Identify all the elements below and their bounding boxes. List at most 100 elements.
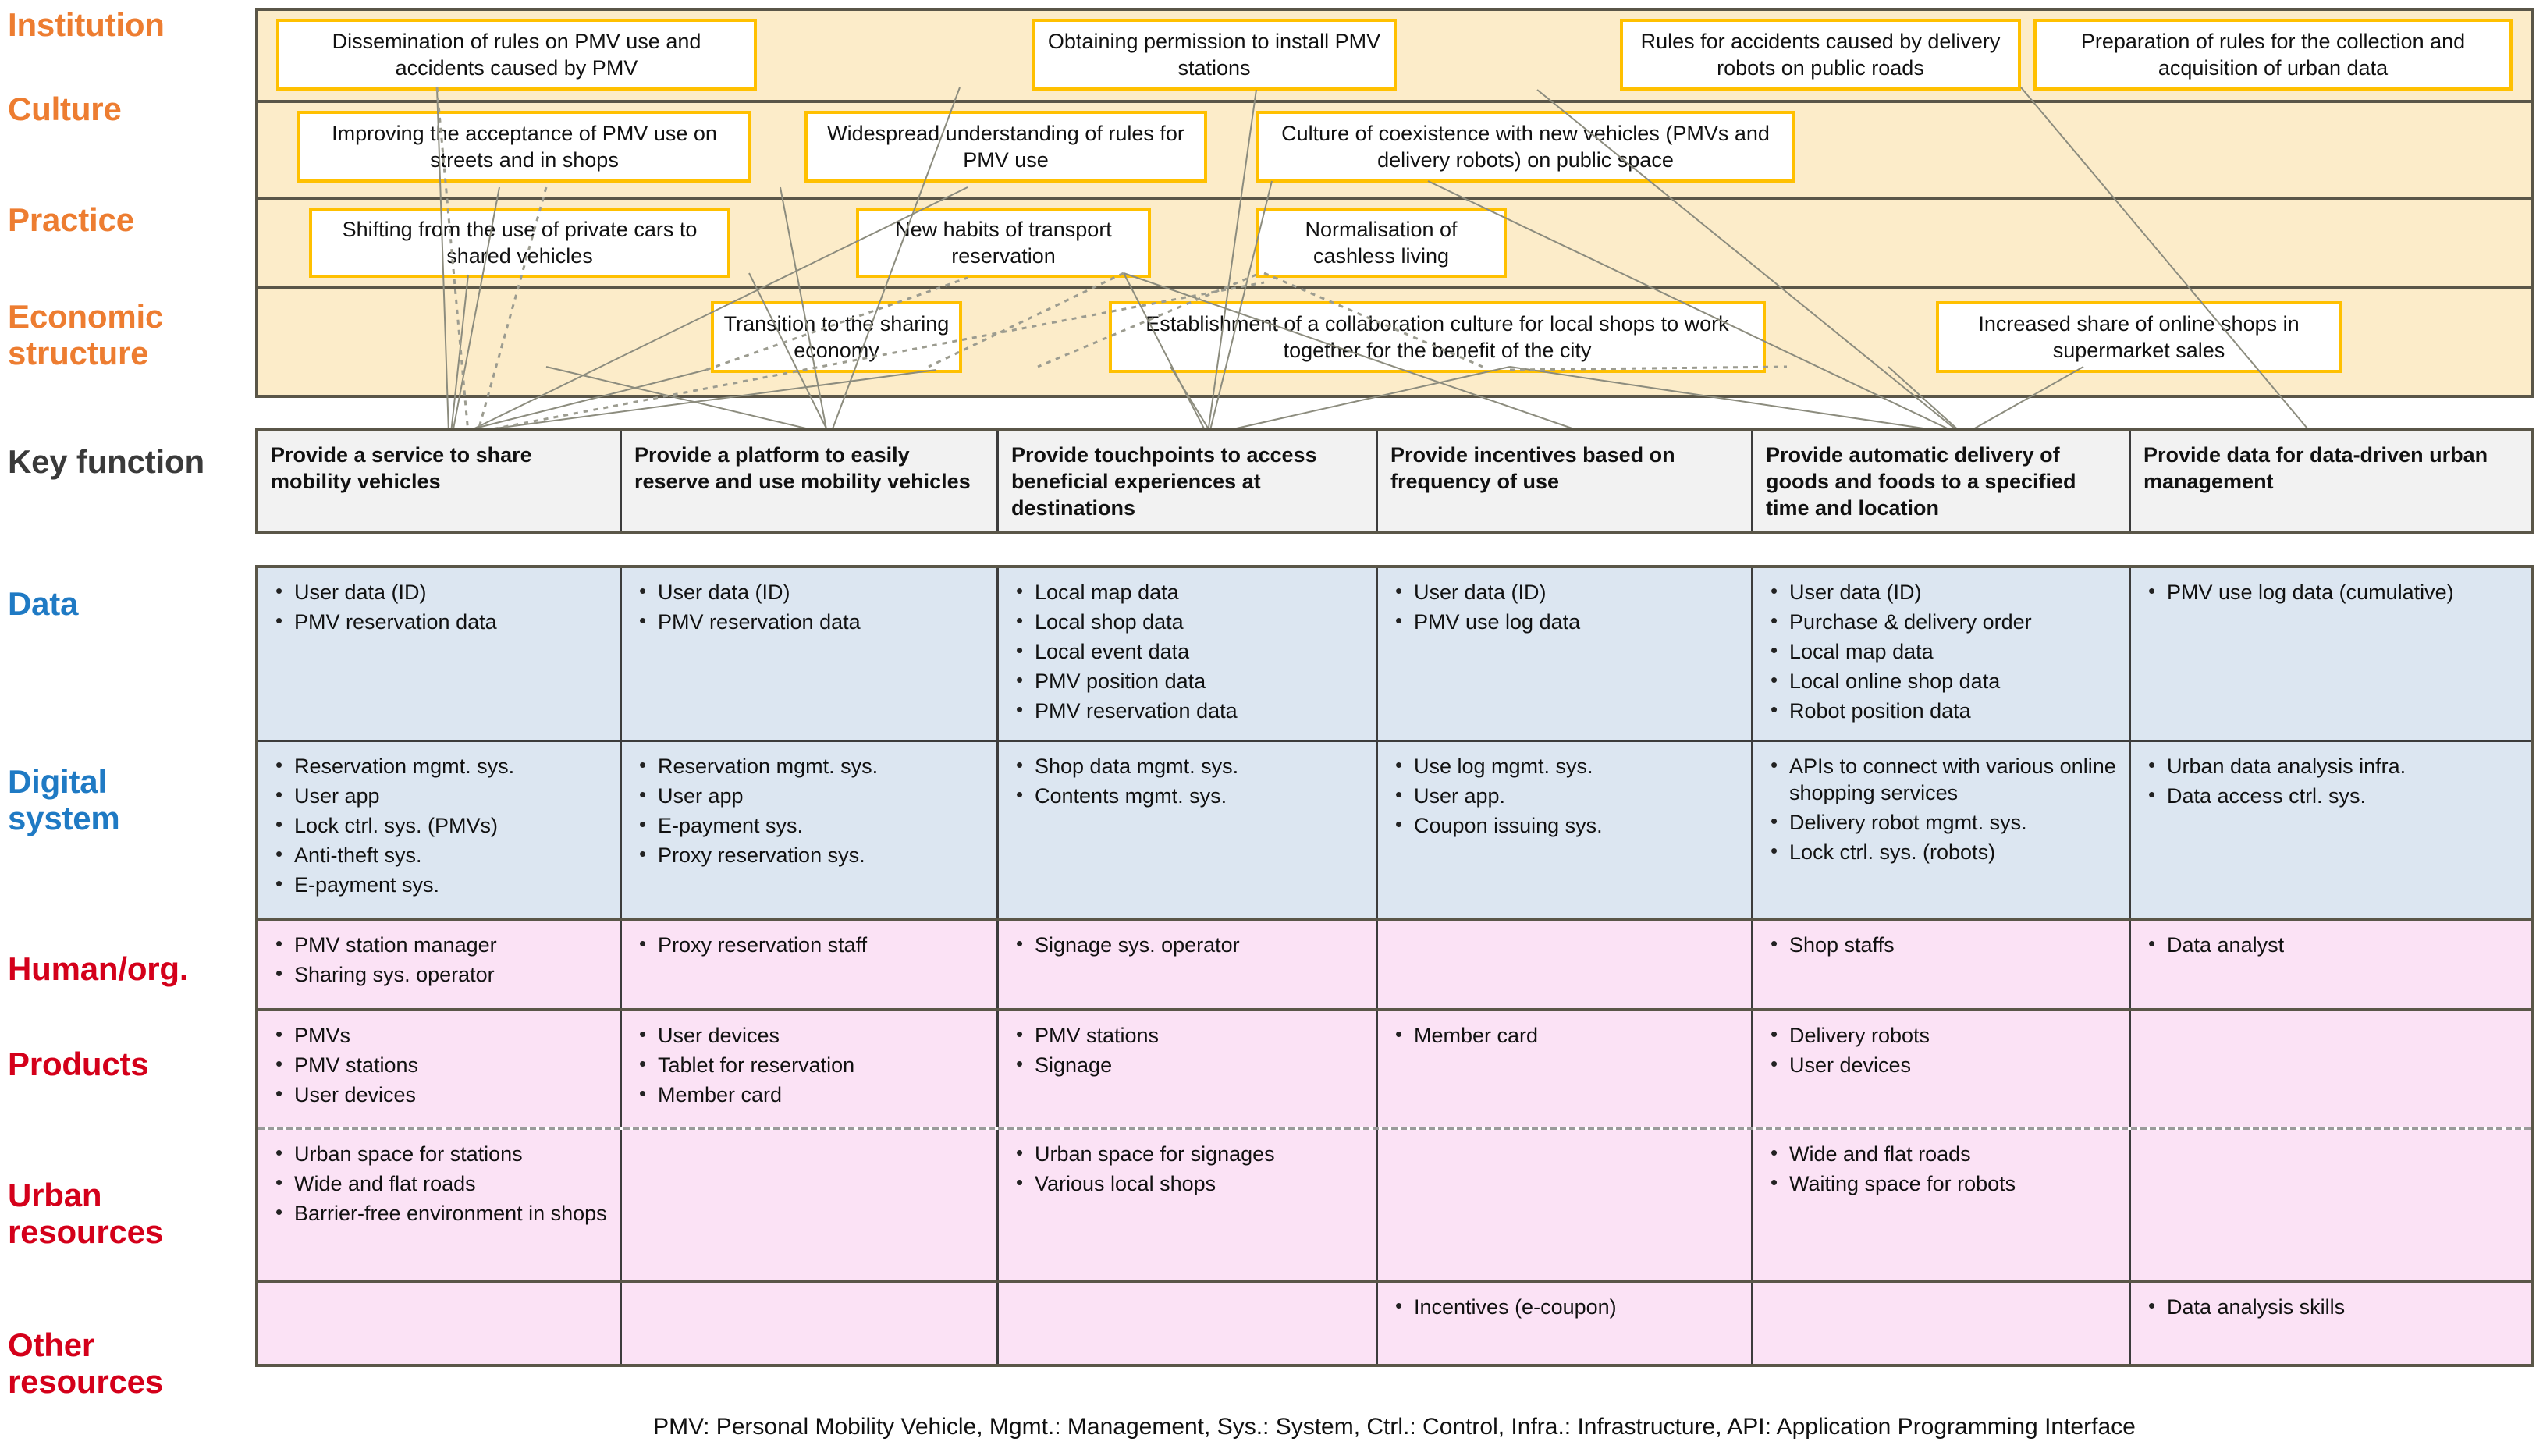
bullet-item: Anti-theft sys.: [271, 841, 607, 868]
urban-resources-cell-1[interactable]: Urban space for stationsWide and flat ro…: [258, 1130, 622, 1280]
row-label-other-resources: Other resources: [8, 1326, 163, 1401]
data-cell-6[interactable]: PMV use log data (cumulative): [2131, 568, 2531, 740]
data-cell-4[interactable]: User data (ID)PMV use log data: [1378, 568, 1753, 740]
digital-system-cell-5[interactable]: APIs to connect with various online shop…: [1753, 742, 2131, 918]
bullet-item: Reservation mgmt. sys.: [634, 752, 984, 779]
landscape-box-institution-3[interactable]: Rules for accidents caused by delivery r…: [1620, 19, 2021, 91]
landscape-box-practice-3[interactable]: Normalisation of cashless living: [1256, 208, 1507, 278]
key-function-cell-6[interactable]: Provide data for data-driven urban manag…: [2131, 431, 2531, 531]
products-cell-5[interactable]: Delivery robotsUser devices: [1753, 1011, 2131, 1127]
other-resources-cell-6[interactable]: Data analysis skills: [2131, 1283, 2531, 1364]
bullet-item: Various local shops: [1011, 1170, 1363, 1197]
key-function-row: Provide a service to share mobility vehi…: [255, 428, 2534, 534]
landscape-box-culture-1[interactable]: Improving the acceptance of PMV use on s…: [297, 111, 751, 183]
landscape-box-economic-1[interactable]: Transition to the sharing economy: [711, 301, 962, 373]
bullet-list: Wide and flat roadsWaiting space for rob…: [1766, 1140, 2116, 1197]
human-org-cell-6[interactable]: Data analyst: [2131, 921, 2531, 1008]
landscape-box-culture-3[interactable]: Culture of coexistence with new vehicles…: [1256, 111, 1795, 183]
bullet-item: Wide and flat roads: [271, 1170, 607, 1197]
products-cell-1[interactable]: PMVsPMV stationsUser devices: [258, 1011, 622, 1127]
bullet-item: PMV use log data: [1390, 608, 1739, 635]
bullet-item: Barrier-free environment in shops: [271, 1199, 607, 1227]
human-org-cell-4[interactable]: [1378, 921, 1753, 1008]
bullet-list: PMVsPMV stationsUser devices: [271, 1021, 607, 1108]
row-label-practice: Practice: [8, 201, 134, 238]
digital-system-cell-6[interactable]: Urban data analysis infra.Data access ct…: [2131, 742, 2531, 918]
urban-resources-cell-4[interactable]: [1378, 1130, 1753, 1280]
landscape-box-institution-2[interactable]: Obtaining permission to install PMV stat…: [1032, 19, 1397, 91]
bullet-item: User devices: [634, 1021, 984, 1049]
bullet-item: PMV stations: [1011, 1021, 1363, 1049]
products-cell-6[interactable]: [2131, 1011, 2531, 1127]
bullet-item: Urban space for stations: [271, 1140, 607, 1167]
key-function-cell-4[interactable]: Provide incentives based on frequency of…: [1378, 431, 1753, 531]
human-org-cell-1[interactable]: PMV station managerSharing sys. operator: [258, 921, 622, 1008]
bullet-item: PMV use log data (cumulative): [2143, 578, 2518, 605]
bullet-list: PMV stationsSignage: [1011, 1021, 1363, 1078]
data-cell-3[interactable]: Local map dataLocal shop dataLocal event…: [999, 568, 1378, 740]
capability-matrix: Provide a service to share mobility vehi…: [255, 428, 2534, 1367]
bullet-item: User data (ID): [1766, 578, 2116, 605]
key-function-cell-5[interactable]: Provide automatic delivery of goods and …: [1753, 431, 2131, 531]
products-cell-2[interactable]: User devicesTablet for reservationMember…: [622, 1011, 999, 1127]
bullet-item: Sharing sys. operator: [271, 961, 607, 988]
digital-system-cell-3[interactable]: Shop data mgmt. sys.Contents mgmt. sys.: [999, 742, 1378, 918]
key-function-cell-1[interactable]: Provide a service to share mobility vehi…: [258, 431, 622, 531]
bullet-list: Signage sys. operator: [1011, 931, 1363, 958]
bullet-item: Local map data: [1766, 637, 2116, 665]
bullet-item: Member card: [634, 1081, 984, 1108]
landscape-box-practice-2[interactable]: New habits of transport reservation: [856, 208, 1151, 278]
bullet-item: User app: [634, 782, 984, 809]
human-org-cell-5[interactable]: Shop staffs: [1753, 921, 2131, 1008]
landscape-box-culture-2[interactable]: Widespread understanding of rules for PM…: [804, 111, 1207, 183]
digital-system-cell-1[interactable]: Reservation mgmt. sys.User appLock ctrl.…: [258, 742, 622, 918]
landscape-panel: Dissemination of rules on PMV use and ac…: [255, 8, 2534, 398]
data-cell-1[interactable]: User data (ID)PMV reservation data: [258, 568, 622, 740]
bullet-list: Local map dataLocal shop dataLocal event…: [1011, 578, 1363, 724]
bullet-item: Use log mgmt. sys.: [1390, 752, 1739, 779]
landscape-box-economic-2[interactable]: Establishment of a collaboration culture…: [1109, 301, 1766, 373]
data-cell-2[interactable]: User data (ID)PMV reservation data: [622, 568, 999, 740]
digital-system-cell-4[interactable]: Use log mgmt. sys.User app.Coupon issuin…: [1378, 742, 1753, 918]
other-resources-cell-1[interactable]: [258, 1283, 622, 1364]
other-resources-cell-4[interactable]: Incentives (e-coupon): [1378, 1283, 1753, 1364]
human-org-cell-3[interactable]: Signage sys. operator: [999, 921, 1378, 1008]
bullet-item: User devices: [271, 1081, 607, 1108]
other-resources-cell-5[interactable]: [1753, 1283, 2131, 1364]
key-function-cell-3[interactable]: Provide touchpoints to access beneficial…: [999, 431, 1378, 531]
urban-resources-cell-3[interactable]: Urban space for signagesVarious local sh…: [999, 1130, 1378, 1280]
bullet-list: Reservation mgmt. sys.User appLock ctrl.…: [271, 752, 607, 898]
other-resources-cell-3[interactable]: [999, 1283, 1378, 1364]
bullet-item: User data (ID): [271, 578, 607, 605]
row-separator-products-urban: [258, 1127, 2531, 1130]
digital-system-cell-2[interactable]: Reservation mgmt. sys.User appE-payment …: [622, 742, 999, 918]
bullet-list: APIs to connect with various online shop…: [1766, 752, 2116, 865]
other-resources-row: Incentives (e-coupon) Data analysis skil…: [258, 1283, 2537, 1364]
landscape-box-practice-1[interactable]: Shifting from the use of private cars to…: [309, 208, 730, 278]
bullet-item: Shop data mgmt. sys.: [1011, 752, 1363, 779]
urban-resources-cell-6[interactable]: [2131, 1130, 2531, 1280]
other-resources-cell-2[interactable]: [622, 1283, 999, 1364]
products-cell-3[interactable]: PMV stationsSignage: [999, 1011, 1378, 1127]
landscape-box-institution-4[interactable]: Preparation of rules for the collection …: [2033, 19, 2513, 91]
landscape-box-economic-3[interactable]: Increased share of online shops in super…: [1936, 301, 2342, 373]
bullet-list: User devicesTablet for reservationMember…: [634, 1021, 984, 1108]
landscape-box-institution-1[interactable]: Dissemination of rules on PMV use and ac…: [276, 19, 757, 91]
products-cell-4[interactable]: Member card: [1378, 1011, 1753, 1127]
row-label-key-function: Key function: [8, 443, 204, 480]
bullet-item: Local shop data: [1011, 608, 1363, 635]
bullet-item: Signage: [1011, 1051, 1363, 1078]
bullet-item: Reservation mgmt. sys.: [271, 752, 607, 779]
row-label-urban-resources: Urban resources: [8, 1177, 163, 1251]
human-org-cell-2[interactable]: Proxy reservation staff: [622, 921, 999, 1008]
data-cell-5[interactable]: User data (ID)Purchase & delivery orderL…: [1753, 568, 2131, 740]
bullet-item: Lock ctrl. sys. (PMVs): [271, 811, 607, 839]
key-function-cell-2[interactable]: Provide a platform to easily reserve and…: [622, 431, 999, 531]
bullet-item: Local online shop data: [1766, 667, 2116, 694]
bullet-list: Urban space for signagesVarious local sh…: [1011, 1140, 1363, 1197]
bullet-list: Urban space for stationsWide and flat ro…: [271, 1140, 607, 1227]
urban-resources-cell-2[interactable]: [622, 1130, 999, 1280]
urban-resources-cell-5[interactable]: Wide and flat roadsWaiting space for rob…: [1753, 1130, 2131, 1280]
bullet-list: User data (ID)PMV reservation data: [634, 578, 984, 635]
